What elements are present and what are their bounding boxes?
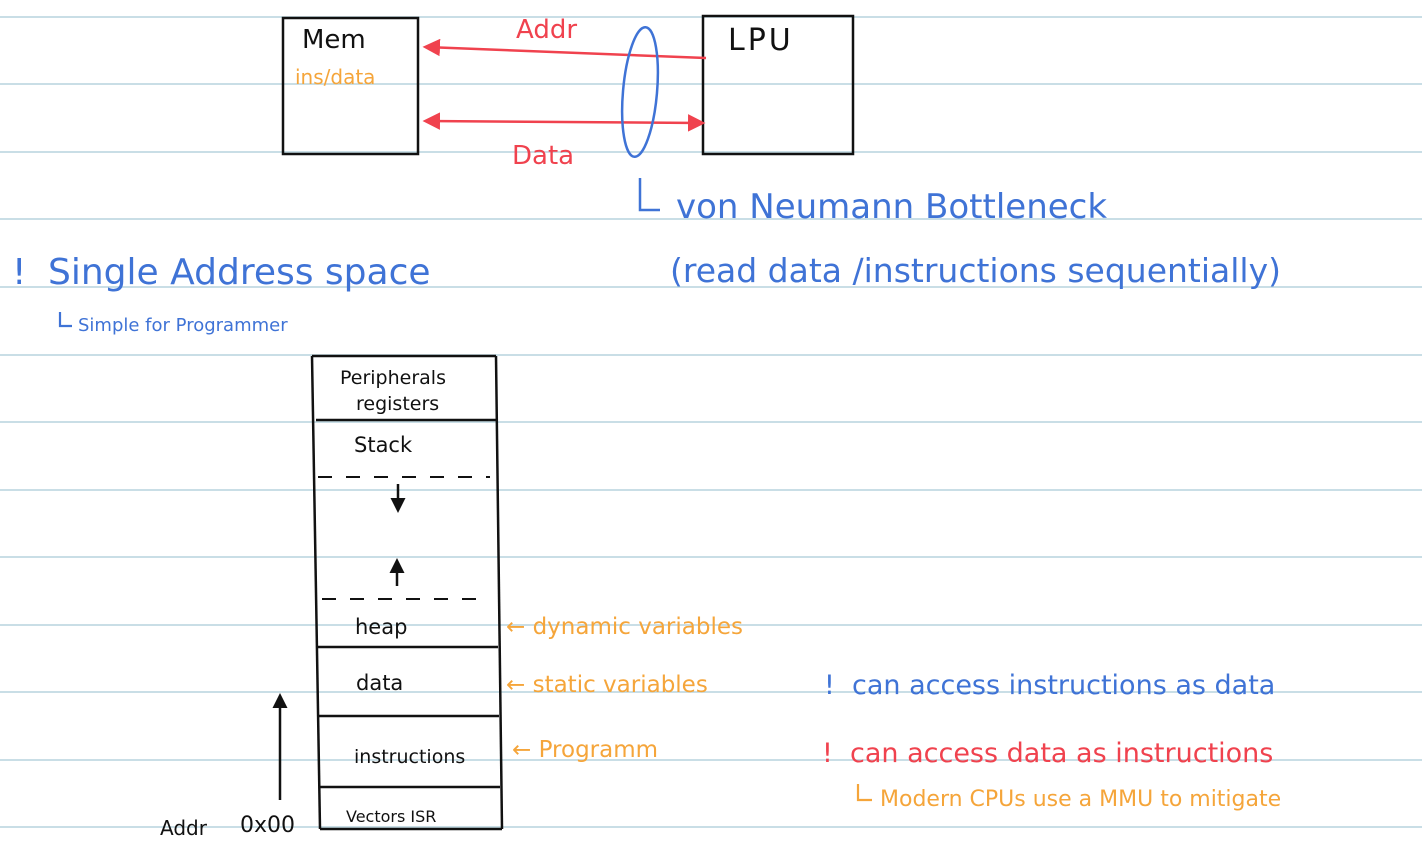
address-bus-label: Addr [516, 15, 577, 45]
annotation-program: ← Programm [512, 737, 658, 763]
note-exclamation-3: ! [822, 738, 833, 769]
simple-pointer [58, 312, 72, 328]
ruled-lines [0, 16, 1422, 828]
address-axis-label: Addr [160, 816, 208, 840]
memory-box-subtitle: ins/data [295, 65, 375, 89]
data-bus-arrow [422, 112, 706, 132]
bottleneck-loop [620, 25, 660, 159]
annotation-static: ← static variables [506, 672, 708, 698]
memory-box: Mem ins/data [281, 16, 420, 156]
note-exclamation-1: ! [12, 252, 26, 293]
memory-box-title: Mem [302, 25, 366, 55]
segment-peripherals-line1: Peripherals [340, 367, 446, 389]
single-address-note: Single Address space [48, 252, 431, 293]
note-access-instructions: can access instructions as data [852, 670, 1275, 701]
note-exclamation-2: ! [824, 670, 835, 701]
address-axis-origin: 0x00 [240, 813, 295, 838]
cpu-box: LPU [701, 14, 855, 156]
note-mmu: Modern CPUs use a MMU to mitigate [880, 787, 1281, 812]
segment-data: data [356, 671, 403, 695]
memory-map [310, 354, 504, 831]
segment-heap: heap [355, 615, 407, 639]
bottleneck-title: von Neumann Bottleneck [676, 187, 1107, 227]
annotation-dynamic: ← dynamic variables [506, 614, 743, 640]
segment-instructions: instructions [354, 746, 465, 768]
address-bus-arrow [422, 38, 707, 60]
segment-vectors: Vectors ISR [346, 807, 436, 826]
segment-stack: Stack [354, 433, 413, 457]
segment-peripherals-line2: registers [356, 393, 439, 415]
mmu-pointer [856, 784, 872, 802]
simple-note: Simple for Programmer [78, 315, 288, 336]
bottleneck-pointer [638, 178, 660, 212]
cpu-box-label: LPU [728, 23, 794, 58]
data-bus-label: Data [512, 141, 574, 171]
bottleneck-note: (read data /instructions sequentially) [670, 251, 1281, 290]
note-access-data: can access data as instructions [850, 738, 1273, 769]
memory-map-dashes [318, 476, 490, 600]
